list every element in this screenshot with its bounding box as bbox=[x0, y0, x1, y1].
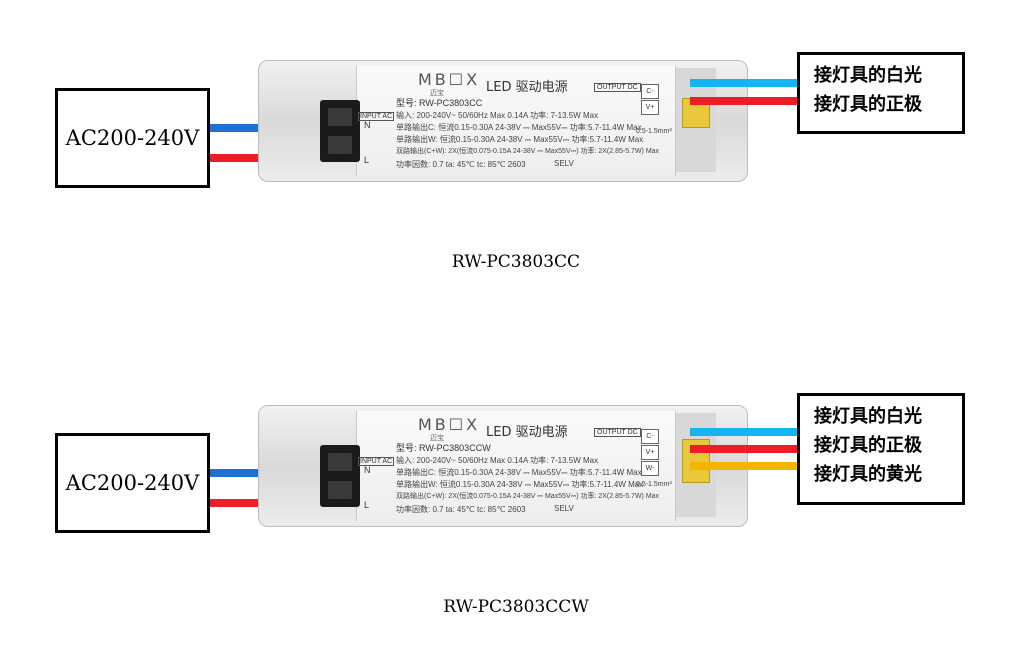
output-line: 接灯具的正极 bbox=[814, 94, 922, 115]
positive-wire bbox=[690, 445, 797, 453]
output-dc-label: OUTPUT DC bbox=[594, 428, 641, 437]
output-pin: V+ bbox=[641, 445, 659, 460]
output-line: 接灯具的白光 bbox=[814, 406, 922, 427]
wiring-spec: 0.5-1.5mm² bbox=[636, 481, 672, 488]
driver-label-panel bbox=[356, 411, 676, 521]
input-ac-label: INPUT AC bbox=[358, 112, 395, 121]
wiring-spec: 0.5-1.5mm² bbox=[636, 128, 672, 135]
output-pin: V+ bbox=[641, 100, 659, 115]
output-description-box: 接灯具的白光 接灯具的正极 接灯具的黄光 bbox=[797, 393, 965, 505]
spec-line: 单路输出C: 恒流0.15-0.30A 24-38V ⎓ Max55V⎓ 功率:… bbox=[396, 123, 642, 132]
ac-input-label: AC200-240V bbox=[65, 126, 200, 150]
input-terminal bbox=[320, 100, 360, 162]
output-description-box: 接灯具的白光 接灯具的正极 bbox=[797, 52, 965, 134]
spec-line: 输入: 200-240V~ 50/60Hz Max 0.14A 功率: 7-13… bbox=[396, 456, 599, 465]
ac-input-label: AC200-240V bbox=[65, 471, 200, 495]
spec-line: 双路输出(C+W): 2X(恒流0.075-0.15A 24-38V ⎓ Max… bbox=[396, 148, 660, 155]
brand-logo: MB☐X bbox=[418, 415, 481, 434]
spec-line: 单路输出W: 恒流0.15-0.30A 24-38V ⎓ Max55V⎓ 功率:… bbox=[396, 135, 644, 144]
output-pin: C- bbox=[641, 84, 659, 99]
spec-line: 单路输出W: 恒流0.15-0.30A 24-38V ⎓ Max55V⎓ 功率:… bbox=[396, 480, 644, 489]
spec-line: 双路输出(C+W): 2X(恒流0.075-0.15A 24-38V ⎓ Max… bbox=[396, 493, 660, 500]
spec-line: 输入: 200-240V~ 50/60Hz Max 0.14A 功率: 7-13… bbox=[396, 111, 599, 120]
selv-mark: SELV bbox=[554, 504, 574, 513]
model-caption: RW-PC3803CCW bbox=[443, 597, 589, 617]
input-ac-label: INPUT AC bbox=[358, 457, 395, 466]
led-driver-device: N L INPUT AC MB☐X 迈宝 LED 驱动电源 型号: RW-PC3… bbox=[258, 60, 748, 182]
brand-sub: 迈宝 bbox=[430, 90, 444, 97]
device-model-line: 型号: RW-PC3803CC bbox=[396, 98, 483, 108]
output-dc-label: OUTPUT DC bbox=[594, 83, 641, 92]
led-driver-device: N L INPUT AC MB☐X 迈宝 LED 驱动电源 型号: RW-PC3… bbox=[258, 405, 748, 527]
output-pin: W- bbox=[641, 461, 659, 476]
selv-mark: SELV bbox=[554, 159, 574, 168]
input-terminal bbox=[320, 445, 360, 507]
positive-wire bbox=[690, 97, 797, 105]
device-title: LED 驱动电源 bbox=[486, 80, 568, 95]
wiring-diagram-cc: AC200-240V N L INPUT AC MB☐X 迈宝 LED 驱动电源… bbox=[55, 52, 965, 272]
wiring-diagram-ccw: AC200-240V N L INPUT AC MB☐X 迈宝 LED 驱动电源… bbox=[0, 325, 1032, 650]
brand-logo: MB☐X bbox=[418, 70, 481, 89]
output-pin: C- bbox=[641, 429, 659, 444]
output-line: 接灯具的黄光 bbox=[814, 464, 922, 485]
driver-label-panel bbox=[356, 66, 676, 176]
device-title: LED 驱动电源 bbox=[486, 425, 568, 440]
spec-line: 单路输出C: 恒流0.15-0.30A 24-38V ⎓ Max55V⎓ 功率:… bbox=[396, 468, 642, 477]
model-caption: RW-PC3803CC bbox=[451, 252, 581, 272]
ac-input-box: AC200-240V bbox=[55, 88, 210, 188]
output-line: 接灯具的白光 bbox=[814, 65, 922, 86]
white-light-wire bbox=[690, 428, 797, 436]
spec-line: 功率因数: 0.7 ta: 45℃ tc: 85℃ 2603 bbox=[396, 160, 526, 169]
ac-input-box: AC200-240V bbox=[55, 433, 210, 533]
spec-line: 功率因数: 0.7 ta: 45℃ tc: 85℃ 2603 bbox=[396, 505, 526, 514]
yellow-light-wire bbox=[690, 462, 797, 470]
brand-sub: 迈宝 bbox=[430, 435, 444, 442]
output-line: 接灯具的正极 bbox=[814, 435, 922, 456]
device-model-line: 型号: RW-PC3803CCW bbox=[396, 443, 491, 453]
white-light-wire bbox=[690, 79, 797, 87]
